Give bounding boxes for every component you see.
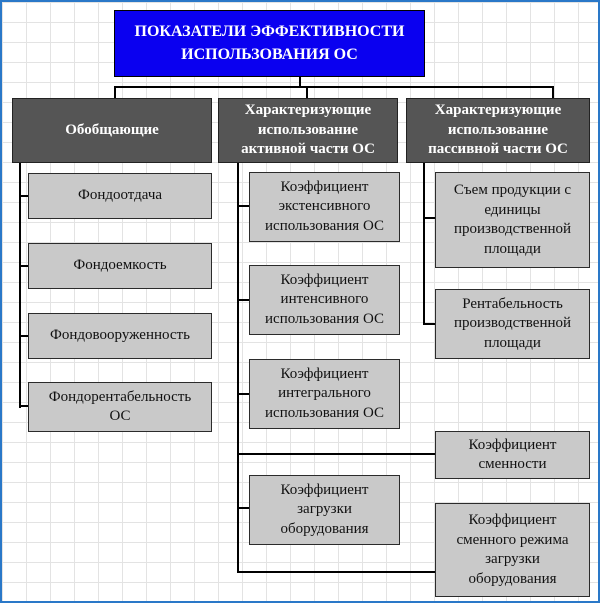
indicator-intensive-use: Коэффициент интенсивного использования О… [249,265,400,335]
connector-line [423,163,425,325]
connector-line [237,453,435,455]
indicator-shift-ratio: Коэффициент сменности [435,431,590,479]
connector-line [237,393,249,395]
indicator-area-profitability: Рентабельность производственной площади [435,289,590,359]
indicator-extensive-use: Коэффициент экстенсивного использования … [249,172,400,242]
indicator-integral-use: Коэффициент интегрального использования … [249,359,400,429]
connector-line [114,86,116,98]
connector-line [237,571,435,573]
connector-line [423,323,435,325]
connector-line [423,217,435,219]
indicator-equipment-load: Коэффициент загрузки оборудования [249,475,400,545]
indicator-fondoemkost: Фондоемкость [28,243,212,289]
connector-line [237,205,249,207]
connector-line [237,507,249,509]
connector-line [19,405,28,407]
connector-line [19,335,28,337]
indicator-output-per-area: Съем продукции с единицы производственно… [435,172,590,268]
indicator-fondootdacha: Фондоотдача [28,173,212,219]
connector-line [237,299,249,301]
indicator-fondovooruzhennost: Фондовооруженность [28,313,212,359]
category-header-passive: Характеризующие использование пассивной … [406,98,590,163]
connector-line [19,163,21,408]
connector-line [19,195,28,197]
category-header-active: Характеризующие использование активной ч… [218,98,398,163]
connector-line [19,265,28,267]
indicator-fondorentabelnost: Фондорентабельность ОС [28,382,212,432]
connector-line [552,86,554,98]
connector-line [299,77,301,87]
diagram-title: ПОКАЗАТЕЛИ ЭФФЕКТИВНОСТИ ИСПОЛЬЗОВАНИЯ О… [114,10,425,77]
category-header-general: Обобщающие [12,98,212,163]
connector-line [114,86,553,88]
indicator-shift-mode-load: Коэффициент сменного режима загрузки обо… [435,503,590,597]
connector-line [237,163,239,573]
connector-line [306,86,308,98]
